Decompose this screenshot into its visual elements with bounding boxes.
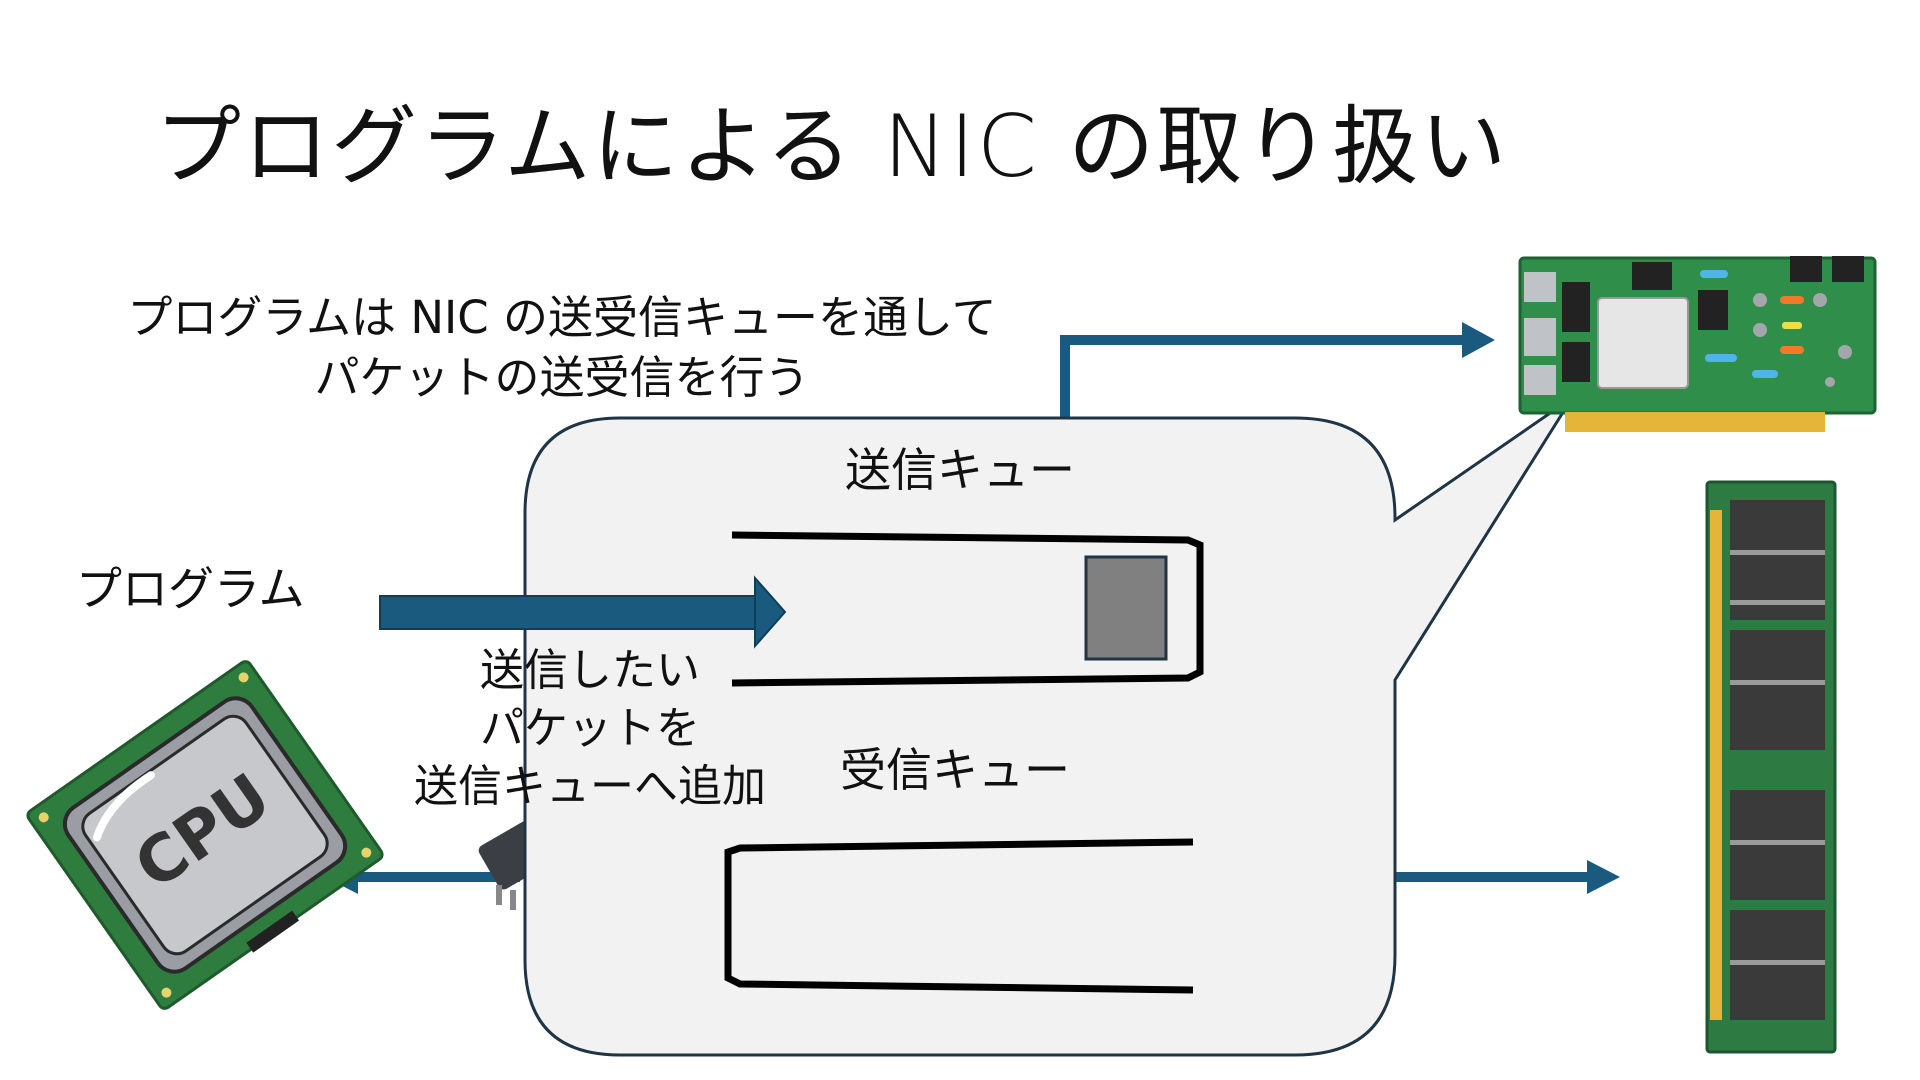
arrow-to-ram bbox=[1395, 860, 1620, 894]
add-packet-line-2: パケットを bbox=[480, 703, 700, 754]
memory-module-icon bbox=[1705, 480, 1837, 1054]
network-card-icon bbox=[1518, 256, 1877, 432]
receive-queue-outline bbox=[724, 838, 1194, 994]
receive-queue-label: 受信キュー bbox=[840, 743, 1070, 797]
send-queue-label: 送信キュー bbox=[845, 443, 1075, 497]
send-queue-outline bbox=[731, 531, 1204, 687]
add-packet-line-3: 送信キューへ追加 bbox=[414, 761, 766, 812]
add-packet-text: 送信したい パケットを 送信キューへ追加 bbox=[380, 642, 800, 816]
program-arrow bbox=[379, 575, 787, 649]
packet-block bbox=[1084, 555, 1168, 661]
cpu-chip-icon bbox=[26, 660, 384, 1010]
nic-callout-bubble bbox=[523, 396, 1574, 1057]
description: プログラムは NIC の送受信キューを通して パケットの送受信を行う bbox=[92, 288, 1032, 408]
description-line-1: プログラムは NIC の送受信キューを通して bbox=[127, 291, 997, 344]
program-label: プログラム bbox=[76, 562, 305, 616]
arrow-to-nic bbox=[1060, 322, 1495, 420]
description-line-2: パケットの送受信を行う bbox=[314, 351, 810, 404]
add-packet-line-1: 送信したい bbox=[480, 645, 700, 696]
slide-title: プログラムによる NIC の取り扱い bbox=[155, 97, 1509, 197]
